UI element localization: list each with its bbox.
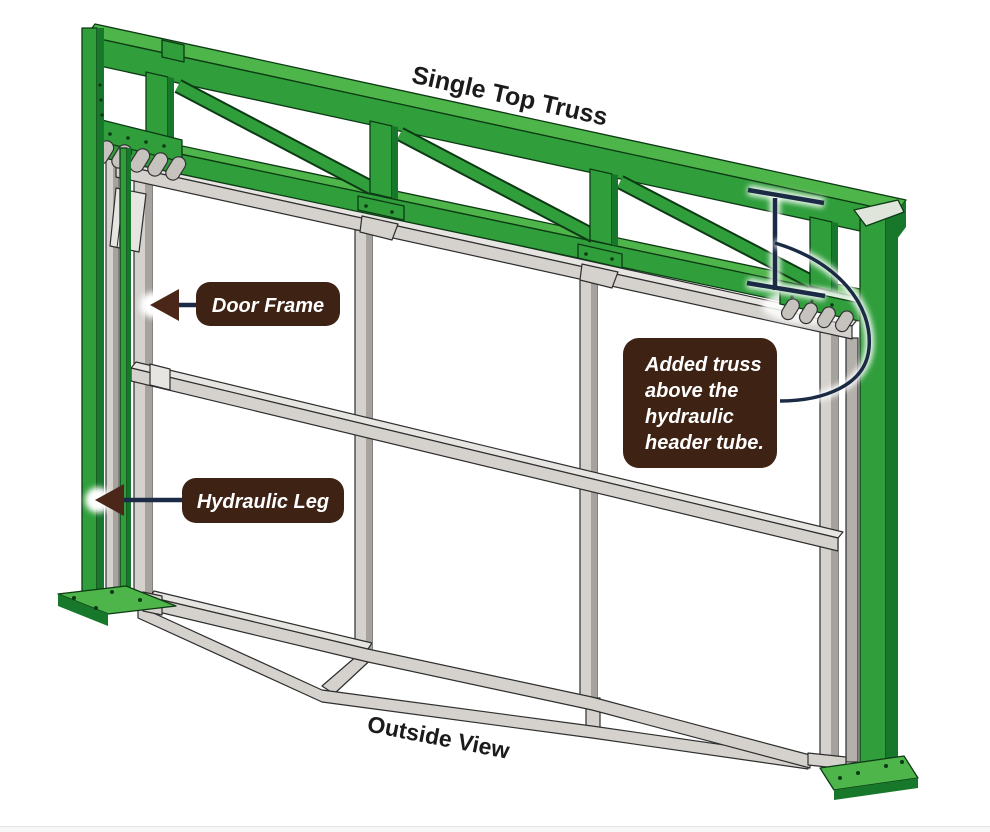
right-base-plate — [819, 755, 919, 800]
door-frame-callout-label: Door Frame — [212, 295, 324, 317]
callout-hydraulic-leg: Hydraulic Leg — [85, 478, 344, 523]
callout-added-truss: Added truss above the hydraulic header t… — [623, 338, 777, 468]
added-truss-line-3: hydraulic — [645, 406, 734, 428]
added-truss-line-2: above the — [645, 380, 738, 402]
added-truss-line-4: header tube. — [645, 432, 764, 454]
post-flanges — [357, 195, 623, 289]
truss-posts — [145, 71, 838, 292]
hydraulic-leg-callout-label: Hydraulic Leg — [197, 491, 329, 513]
added-truss-callout-box — [623, 338, 777, 468]
hinge-barrels-right — [780, 298, 854, 333]
door-mid-rail — [130, 361, 844, 552]
hydraulic-leg-arrowhead-icon — [95, 484, 124, 516]
hydraulic-leg-callout-box — [182, 478, 344, 523]
top-truss-chord — [85, 23, 907, 240]
door-frame-arrowhead-icon — [150, 289, 179, 321]
callout-door-frame: Door Frame — [140, 282, 340, 326]
door-bottom-truss — [137, 590, 847, 770]
hydraulic-leg-left — [57, 27, 185, 626]
left-channel-tube — [119, 147, 131, 605]
door-frame-callout-box — [196, 282, 340, 326]
left-base-plate — [57, 585, 177, 626]
added-truss-line-1: Added truss — [644, 354, 762, 376]
door-mullion-1 — [354, 229, 373, 653]
leader-curve — [773, 238, 874, 406]
page-section-divider — [0, 826, 990, 832]
